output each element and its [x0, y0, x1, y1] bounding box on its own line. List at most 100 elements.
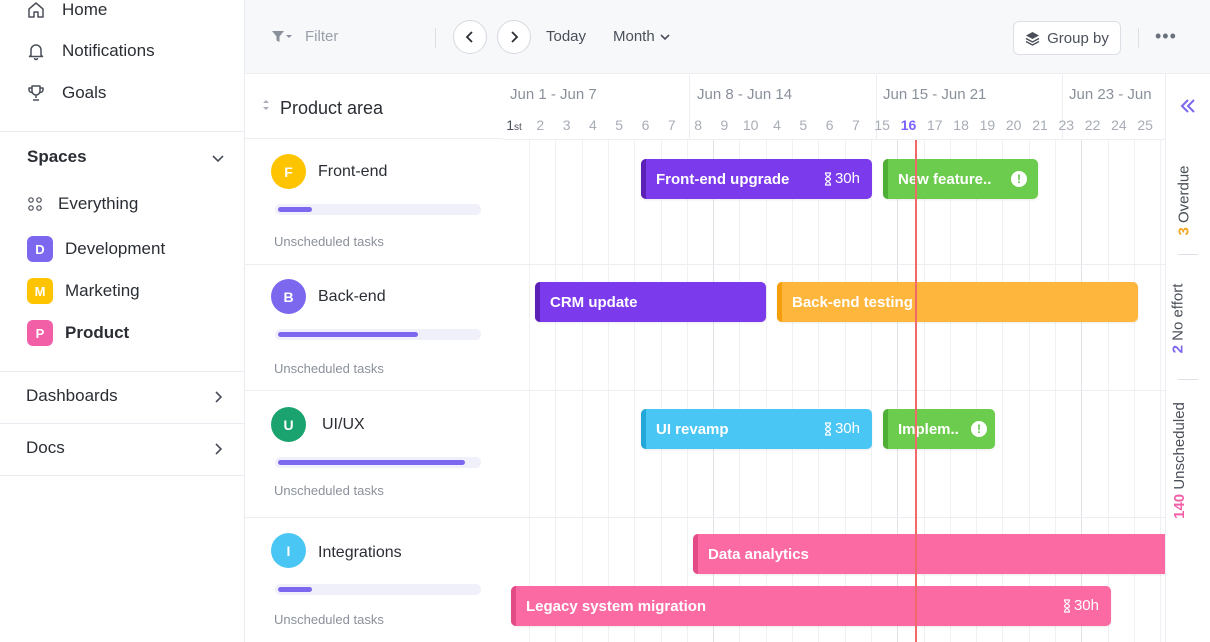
day-label: 23 — [1058, 117, 1075, 133]
group-by-button[interactable]: Group by — [1013, 21, 1121, 55]
task-bar-handle[interactable] — [641, 409, 646, 449]
grid-line — [923, 140, 925, 642]
time-estimate-value: 30h — [834, 420, 860, 437]
task-bar[interactable]: Legacy system migration 30h — [511, 586, 1111, 626]
week-label: Jun 15 - Jun 21 — [883, 86, 987, 103]
grid-line — [792, 140, 793, 642]
section-label: Dashboards — [26, 386, 118, 405]
group-column-header[interactable]: Product area — [245, 74, 503, 139]
time-estimate: 30h — [1062, 597, 1099, 614]
grid-line — [1002, 140, 1004, 642]
no-effort-label: No effort — [1169, 283, 1187, 341]
unscheduled-tasks-link[interactable]: Unscheduled tasks — [274, 361, 384, 376]
group-row-integrations[interactable]: I Integrations Unscheduled tasks — [245, 518, 503, 642]
more-options-button[interactable]: ••• — [1155, 26, 1177, 46]
group-row-front-end[interactable]: F Front-end Unscheduled tasks — [245, 140, 503, 266]
time-estimate: 30h — [823, 170, 860, 187]
week-divider — [876, 75, 877, 139]
task-bar-handle[interactable] — [777, 282, 782, 322]
task-bar-handle[interactable] — [883, 409, 888, 449]
today-button[interactable]: Today — [546, 28, 587, 45]
double-chevron-left-icon[interactable] — [1178, 96, 1198, 116]
task-title: Data analytics — [708, 545, 809, 563]
task-bar[interactable]: Front-end upgrade 30h — [641, 159, 872, 199]
task-bar-handle[interactable] — [883, 159, 888, 199]
avatar: U — [271, 407, 306, 442]
view-select-label: Month — [613, 28, 655, 45]
task-bar-handle[interactable] — [693, 534, 698, 574]
toolbar: Filter Today Month Group by ••• — [245, 0, 1210, 74]
unscheduled-tasks-link[interactable]: Unscheduled tasks — [274, 612, 384, 627]
space-item-marketing[interactable]: M Marketing — [0, 273, 245, 309]
group-name: Front-end — [318, 163, 388, 180]
sidebar-item-notifications[interactable]: Notifications — [0, 31, 245, 71]
bell-icon — [28, 44, 44, 61]
task-bar[interactable]: Implem.. ! — [883, 409, 995, 449]
unscheduled-tab[interactable]: 140 Unscheduled — [1168, 392, 1208, 528]
divider — [0, 371, 245, 372]
divider — [503, 139, 1165, 140]
task-bar[interactable]: Back-end testing — [777, 282, 1138, 322]
grid-line — [713, 140, 715, 642]
task-bar[interactable]: New feature.. ! — [883, 159, 1038, 199]
next-period-button[interactable] — [497, 20, 531, 54]
space-item-product[interactable]: P Product — [0, 315, 245, 351]
chevron-right-icon — [215, 443, 223, 455]
chevron-right-icon — [215, 391, 223, 403]
trophy-icon — [28, 85, 44, 101]
day-label: 19 — [979, 117, 996, 133]
divider — [0, 131, 245, 132]
week-label: Jun 23 - Jun — [1069, 86, 1152, 103]
unscheduled-count: 140 — [1170, 493, 1188, 519]
task-bar-handle[interactable] — [535, 282, 540, 322]
home-icon — [28, 2, 44, 18]
row-divider — [245, 517, 1165, 518]
sidebar-item-home[interactable]: Home — [0, 0, 245, 30]
toolbar-divider — [435, 28, 436, 48]
grid-line — [897, 140, 899, 642]
task-title: Back-end testing — [792, 293, 913, 311]
overdue-tab[interactable]: 3 Overdue — [1168, 160, 1208, 240]
space-label: Marketing — [65, 281, 140, 300]
overdue-tab-text: 3 Overdue — [1176, 165, 1193, 235]
space-item-development[interactable]: D Development — [0, 231, 245, 267]
task-bar-handle[interactable] — [511, 586, 516, 626]
prev-period-button[interactable] — [453, 20, 487, 54]
chevron-down-icon[interactable] — [210, 150, 226, 166]
sidebar-item-goals[interactable]: Goals — [0, 73, 245, 113]
day-label: 8 — [694, 117, 702, 133]
time-estimate-value: 30h — [834, 170, 860, 187]
progress-bar — [275, 457, 481, 468]
unscheduled-tasks-link[interactable]: Unscheduled tasks — [274, 234, 384, 249]
hourglass-icon — [824, 171, 832, 186]
task-bar-handle[interactable] — [641, 159, 646, 199]
task-title: Front-end upgrade — [656, 170, 790, 188]
unscheduled-tasks-link[interactable]: Unscheduled tasks — [274, 483, 384, 498]
layers-icon — [1025, 31, 1040, 46]
no-effort-tab[interactable]: 2 No effort — [1168, 272, 1208, 364]
task-title: UI revamp — [656, 420, 729, 438]
day-label: 24 — [1111, 117, 1127, 133]
avatar: I — [271, 533, 306, 568]
sidebar-section-dashboards[interactable]: Dashboards — [0, 372, 245, 422]
day-label: 22 — [1084, 117, 1101, 133]
space-item-everything[interactable]: Everything — [0, 186, 245, 222]
task-bar[interactable]: UI revamp 30h — [641, 409, 872, 449]
group-name: Integrations — [318, 544, 402, 561]
group-row-ui-ux[interactable]: U UI/UX Unscheduled tasks — [245, 391, 503, 517]
today-marker-line — [915, 140, 917, 642]
grid-line — [949, 140, 951, 642]
grid-line — [1107, 140, 1109, 642]
chevron-left-icon — [465, 31, 473, 43]
task-bar[interactable]: CRM update — [535, 282, 766, 322]
sidebar-section-docs[interactable]: Docs — [0, 424, 245, 474]
progress-fill — [278, 332, 418, 337]
grid-line — [976, 140, 978, 642]
task-bar[interactable]: Data analytics — [693, 534, 1165, 574]
grid-line — [818, 140, 820, 642]
filter-button[interactable]: Filter — [271, 28, 338, 45]
sidebar-item-label: Notifications — [62, 41, 155, 60]
group-row-back-end[interactable]: B Back-end Unscheduled tasks — [245, 265, 503, 391]
view-select[interactable]: Month — [613, 28, 671, 45]
